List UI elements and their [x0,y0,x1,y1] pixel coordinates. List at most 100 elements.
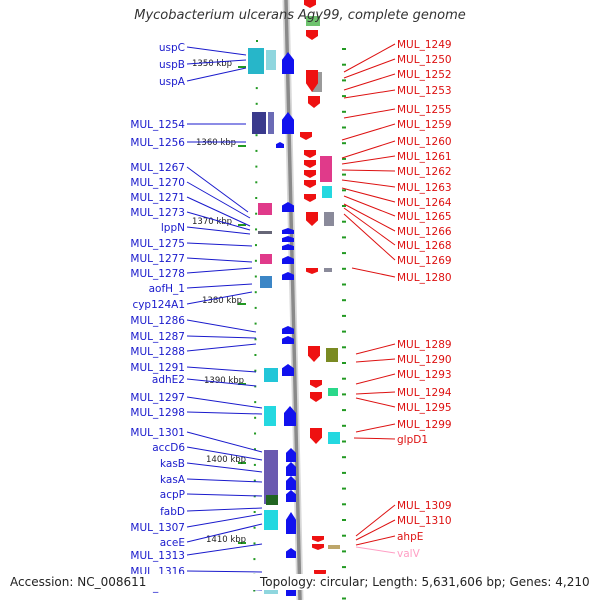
left-leader-line [186,396,263,409]
right-gene-block [324,268,332,272]
kbp-label: 1370 kbp [192,217,232,227]
left-tick [255,181,258,184]
left-gene-block [264,406,276,426]
right-gene-arrow [306,212,318,226]
right-gene-label: MUL_1264 [397,197,452,209]
accession-text: Accession: NC_008611 [10,575,147,589]
left-gene-label: uspB [159,59,185,71]
genome-info-text: Topology: circular; Length: 5,631,606 bp… [260,575,590,589]
right-gene-block [326,348,338,362]
right-gene-label: MUL_1261 [397,151,452,163]
right-gene-label: MUL_1280 [397,272,452,284]
right-tick [342,48,346,50]
left-gene-label: lppN [161,222,185,234]
right-tick [342,95,346,98]
right-tick [342,173,346,176]
left-leader-line [186,478,263,483]
left-gene-arrow [282,256,294,264]
left-gene-block [248,48,264,74]
left-gene-label: MUL_1291 [130,362,185,374]
right-gene-label: MUL_1293 [397,369,452,381]
left-gene-label: cyp124A1 [132,299,185,311]
left-tick [255,149,258,152]
left-gene-label: MUL_1277 [130,253,185,265]
left-gene-arrow [286,512,296,534]
right-tick [342,424,346,427]
left-gene-arrow [282,112,294,134]
right-gene-label: MUL_1269 [397,255,452,267]
left-gene-label: MUL_1287 [130,331,185,343]
right-gene-label: glpD1 [397,434,428,446]
left-gene-label: uspA [159,76,186,88]
right-leader-line [355,373,396,385]
left-leader-line [186,291,253,305]
left-gene-label: MUL_1275 [130,238,185,250]
footer-bar: Accession: NC_008611 Topology: circular;… [10,574,595,590]
right-leader-line [355,504,396,537]
left-tick [253,542,256,545]
right-leader-line [355,343,396,355]
right-tick [342,299,346,302]
left-gene-label: acpP [160,489,185,501]
left-leader-line [186,493,263,497]
left-tick [253,511,256,513]
right-gene-arrow [304,0,316,8]
right-gene-label: MUL_1309 [397,500,452,512]
right-tick [342,205,346,207]
right-tick [342,534,346,537]
left-tick [253,448,256,451]
left-tick [254,259,257,262]
right-leader-line [343,73,396,91]
left-gene-label: MUL_1256 [130,137,185,149]
right-tick [342,471,346,474]
left-tick [253,463,256,466]
right-gene-label: MUL_1295 [397,402,452,414]
left-leader-line [186,226,251,235]
kbp-label: 1350 kbp [192,59,232,69]
right-leader-line [341,140,396,159]
right-gene-block [328,545,340,549]
left-leader-line [186,181,251,219]
right-leader-line [355,519,396,541]
left-tick [255,228,258,231]
left-leader-line [186,59,247,65]
right-tick [342,157,346,160]
left-gene-label: adhE2 [152,374,185,386]
right-leader-line [355,535,396,546]
left-gene-label: kasA [160,474,186,486]
right-gene-label: MUL_1265 [397,211,452,223]
right-gene-arrow [304,194,316,202]
right-leader-line [341,123,396,141]
left-gene-arrow [286,476,296,490]
left-tick [254,306,257,309]
left-gene-arrow [282,336,294,344]
left-leader-line [186,319,257,333]
left-gene-label: MUL_1273 [130,207,185,219]
right-tick [342,236,346,239]
right-gene-label: MUL_1294 [397,387,452,399]
left-tick [254,275,257,278]
right-tick [342,126,346,129]
left-gene-block [266,50,276,70]
right-gene-arrow [304,160,316,168]
left-gene-label: MUL_1297 [130,392,185,404]
right-tick [342,283,346,286]
left-gene-block [260,254,272,264]
left-gene-arrow [286,448,296,462]
right-tick [342,487,346,490]
left-tick [254,244,257,247]
left-gene-label: kasB [160,458,185,470]
left-gene-label: aceE [160,537,185,549]
right-tick [342,346,346,349]
left-gene-label: MUL_1301 [130,427,185,439]
right-gene-label: MUL_1268 [397,240,452,252]
left-gene-arrow [282,272,294,280]
left-gene-arrow [282,244,294,250]
left-gene-arrow [276,142,284,148]
right-gene-arrow [306,70,318,92]
left-leader-line [186,46,247,56]
left-gene-arrow [282,364,294,376]
right-leader-line [355,423,396,433]
